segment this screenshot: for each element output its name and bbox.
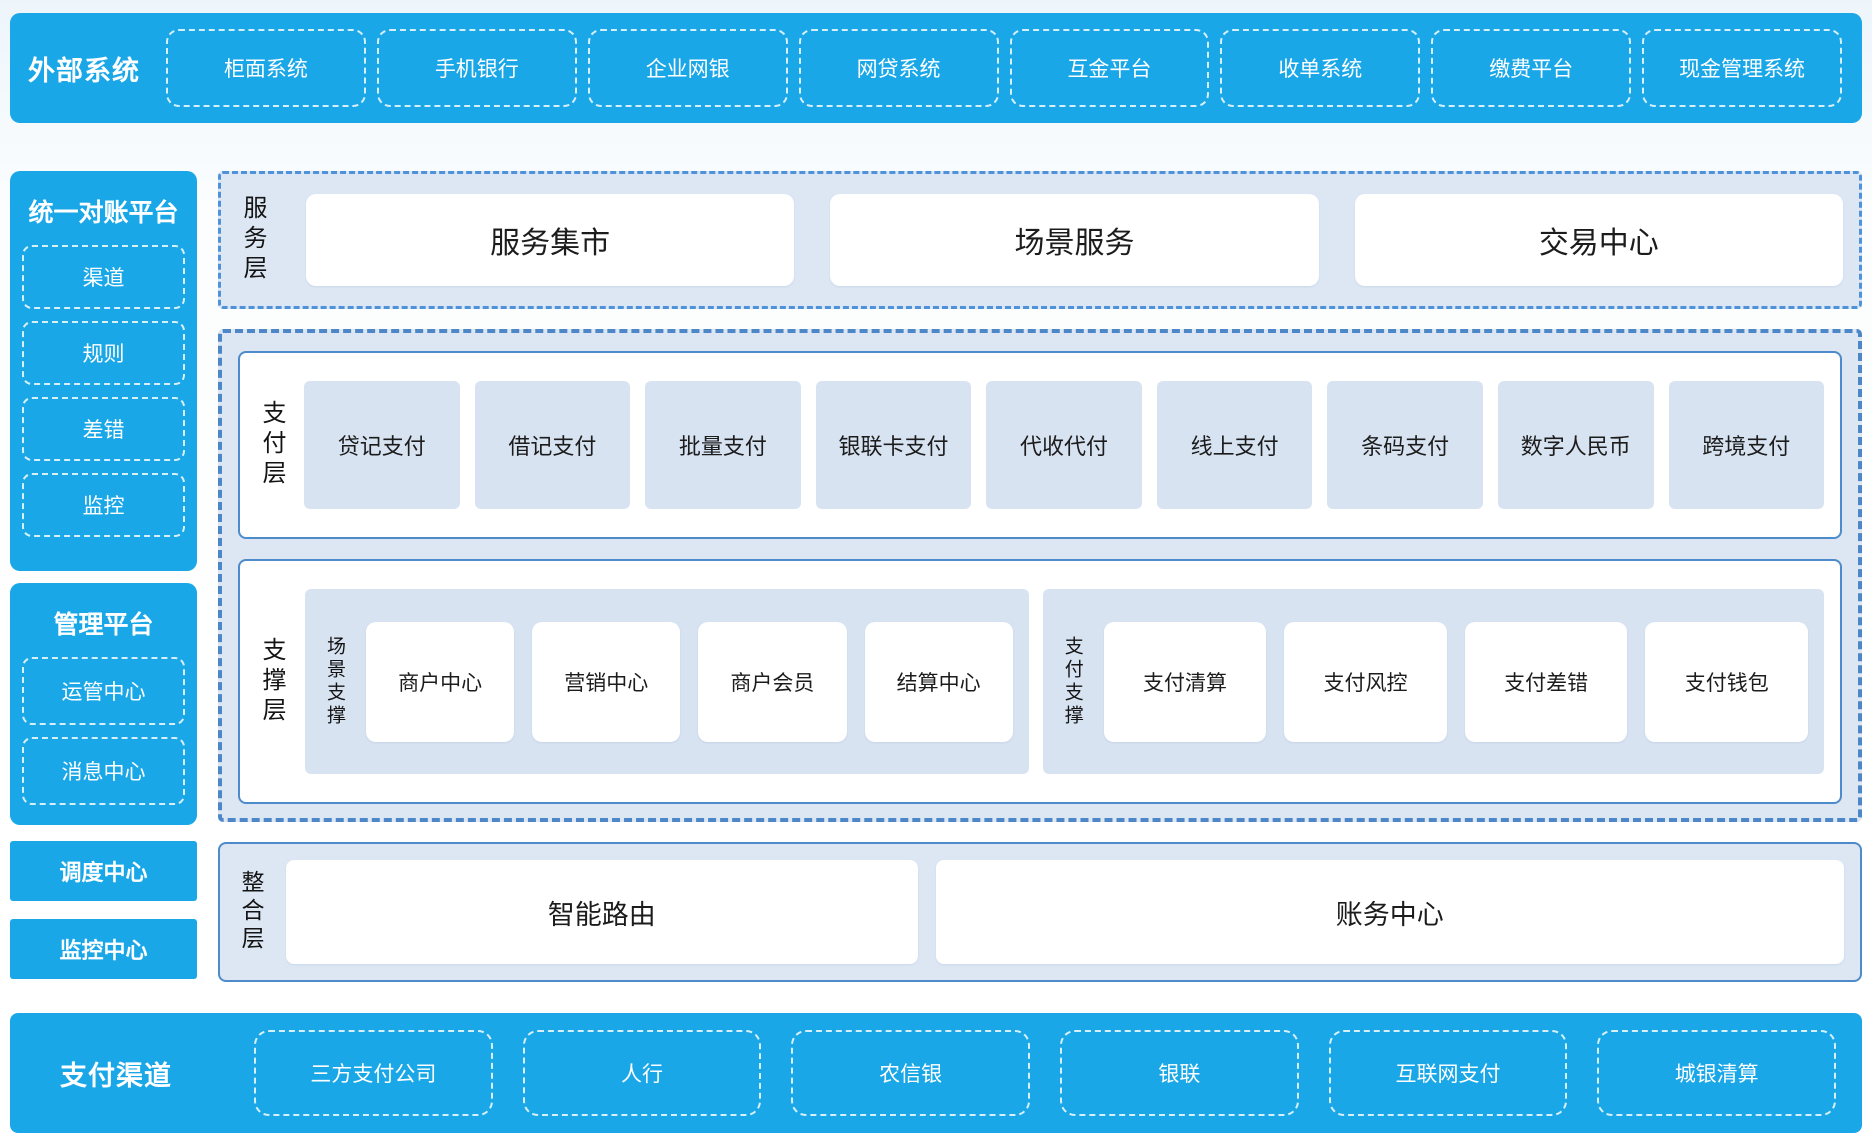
node-mobile-banking: 手机银行 <box>376 29 577 107</box>
node-pboc: 人行 <box>522 1030 762 1116</box>
node-corporate-ebank: 企业网银 <box>587 29 788 107</box>
node-debit-payment: 借记支付 <box>474 381 631 509</box>
node-unionpay-card-payment: 银联卡支付 <box>815 381 972 509</box>
layers-content: 服务层 服务集市 场景服务 交易中心 支付层 贷记支付 借记支付 批量支付 银联… <box>218 171 1862 982</box>
node-monitoring: 监控 <box>22 473 185 537</box>
management-platform-panel: 管理平台 运管中心 消息中心 <box>10 583 197 825</box>
node-merchant-member: 商户会员 <box>698 621 847 742</box>
node-operation-center: 运管中心 <box>22 657 185 725</box>
node-counter-system: 柜面系统 <box>166 29 366 107</box>
payment-support-label: 支付支撑 <box>1061 635 1083 728</box>
node-message-center: 消息中心 <box>22 737 185 805</box>
node-internet-finance-platform: 互金平台 <box>1009 29 1210 107</box>
node-payment-wallet: 支付钱包 <box>1645 621 1808 742</box>
node-channel: 渠道 <box>22 245 185 309</box>
node-city-bank-clearing: 城银清算 <box>1597 1030 1837 1116</box>
node-online-payment: 线上支付 <box>1156 381 1313 509</box>
reconciliation-platform-title: 统一对账平台 <box>28 199 179 227</box>
payment-channels-bar: 支付渠道 三方支付公司 人行 农信银 银联 互联网支付 城银清算 <box>10 1013 1862 1133</box>
node-rural-credit-bank: 农信银 <box>791 1030 1031 1116</box>
node-batch-payment: 批量支付 <box>645 381 801 509</box>
node-digital-rmb: 数字人民币 <box>1497 381 1654 509</box>
node-collection-payment: 代收代付 <box>986 381 1142 509</box>
node-cash-management-system: 现金管理系统 <box>1642 29 1842 107</box>
node-payment-risk-control: 支付风控 <box>1284 621 1447 742</box>
node-rules: 规则 <box>22 321 185 385</box>
external-systems-items: 柜面系统 手机银行 企业网银 网贷系统 互金平台 收单系统 缴费平台 现金管理系… <box>166 29 1842 107</box>
node-cross-border-payment: 跨境支付 <box>1668 381 1825 509</box>
node-payment-discrepancy: 支付差错 <box>1464 621 1628 742</box>
payment-channels-items: 三方支付公司 人行 农信银 银联 互联网支付 城银清算 <box>254 1030 1837 1116</box>
node-scenario-service: 场景服务 <box>830 194 1319 286</box>
left-sidebar: 统一对账平台 渠道 规则 差错 监控 管理平台 运管中心 消息中心 调度中心 监… <box>10 171 197 982</box>
node-accounting-center: 账务中心 <box>935 860 1844 964</box>
node-acquiring-system: 收单系统 <box>1220 29 1421 107</box>
payment-support-wrapper: 支付层 贷记支付 借记支付 批量支付 银联卡支付 代收代付 线上支付 条码支付 … <box>218 329 1862 822</box>
payment-channels-label: 支付渠道 <box>60 1060 172 1091</box>
management-platform-title: 管理平台 <box>53 611 154 639</box>
external-systems-label: 外部系统 <box>28 55 140 86</box>
reconciliation-platform-panel: 统一对账平台 渠道 规则 差错 监控 <box>10 171 197 571</box>
node-online-loan-system: 网贷系统 <box>798 29 999 107</box>
payment-support-group: 支付支撑 支付清算 支付风控 支付差错 支付钱包 <box>1042 589 1824 774</box>
node-smart-routing: 智能路由 <box>286 860 918 964</box>
node-unionpay: 银联 <box>1060 1030 1299 1116</box>
support-layer-label: 支撑层 <box>258 636 285 727</box>
external-systems-bar: 外部系统 柜面系统 手机银行 企业网银 网贷系统 互金平台 收单系统 缴费平台 … <box>10 13 1862 123</box>
support-groups: 场景支撑 商户中心 营销中心 商户会员 结算中心 支付支撑 支付清算 支付风控 … <box>305 589 1824 774</box>
node-barcode-payment: 条码支付 <box>1327 381 1483 509</box>
service-layer-label: 服务层 <box>239 195 266 285</box>
integration-layer: 整合层 智能路由 账务中心 <box>218 842 1862 982</box>
node-service-market: 服务集市 <box>306 194 795 286</box>
node-marketing-center: 营销中心 <box>532 621 681 742</box>
node-internet-payment: 互联网支付 <box>1328 1030 1568 1116</box>
node-monitor-center: 监控中心 <box>10 919 197 979</box>
node-transaction-center: 交易中心 <box>1354 194 1843 286</box>
payment-layer-label: 支付层 <box>258 400 285 490</box>
node-bill-payment-platform: 缴费平台 <box>1431 29 1632 107</box>
payment-layer: 支付层 贷记支付 借记支付 批量支付 银联卡支付 代收代付 线上支付 条码支付 … <box>238 351 1842 539</box>
service-layer: 服务层 服务集市 场景服务 交易中心 <box>218 171 1862 309</box>
support-layer: 支撑层 场景支撑 商户中心 营销中心 商户会员 结算中心 支付支撑 支付清算 <box>238 559 1842 804</box>
node-discrepancy: 差错 <box>22 397 185 461</box>
node-dispatch-center: 调度中心 <box>10 841 197 901</box>
integration-layer-label: 整合层 <box>238 870 264 954</box>
main-row: 统一对账平台 渠道 规则 差错 监控 管理平台 运管中心 消息中心 调度中心 监… <box>10 171 1862 982</box>
scenario-support-group: 场景支撑 商户中心 营销中心 商户会员 结算中心 <box>305 589 1029 774</box>
node-credit-payment: 贷记支付 <box>304 381 460 509</box>
node-payment-clearing: 支付清算 <box>1103 621 1267 742</box>
node-third-party-payment-company: 三方支付公司 <box>254 1030 493 1116</box>
scenario-support-label: 场景支撑 <box>324 635 345 728</box>
node-merchant-center: 商户中心 <box>366 621 515 742</box>
node-settlement-center: 结算中心 <box>864 621 1013 742</box>
